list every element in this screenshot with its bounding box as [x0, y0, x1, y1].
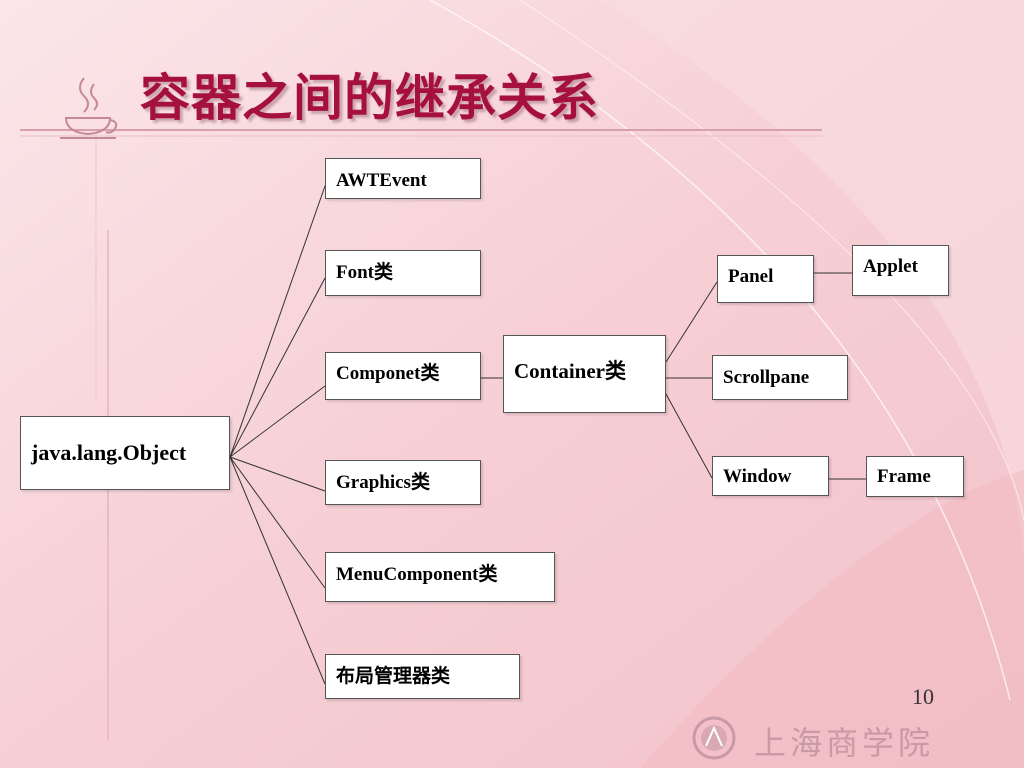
node-java-lang-object: java.lang.Object [20, 416, 230, 490]
node-label: Scrollpane [723, 367, 810, 388]
node-label: Panel [728, 266, 774, 287]
node-label: java.lang.Object [31, 440, 187, 465]
node-label: Window [723, 466, 792, 487]
java-cup-icon [60, 77, 118, 139]
node-container: Container类 [503, 335, 666, 413]
node-applet: Applet [852, 245, 949, 296]
node-label: Container类 [514, 359, 626, 383]
connector-lines [229, 185, 866, 685]
node-scrollpane: Scrollpane [712, 355, 848, 400]
node-window: Window [712, 456, 829, 496]
node-menucomponent: MenuComponent类 [325, 552, 555, 602]
node-font: Font类 [325, 250, 481, 296]
node-label: MenuComponent类 [336, 564, 498, 585]
school-name: 上海商学院 [754, 724, 935, 762]
node-label: 布局管理器类 [336, 666, 451, 687]
node-panel: Panel [717, 255, 814, 303]
page-number: 10 [912, 684, 934, 709]
node-componet: Componet类 [325, 352, 481, 400]
node-label: Graphics类 [336, 472, 430, 493]
node-label: Font类 [336, 262, 394, 283]
node-awtevent: AWTEvent [325, 158, 481, 199]
slide-title: 容器之间的继承关系 [140, 69, 599, 127]
node-label: AWTEvent [336, 170, 427, 191]
node-frame: Frame [866, 456, 964, 497]
node-label: Componet类 [336, 363, 440, 384]
node-graphics: Graphics类 [325, 460, 481, 505]
node-label: Frame [877, 466, 931, 487]
node-layout-manager: 布局管理器类 [325, 654, 520, 699]
school-emblem-icon [692, 716, 736, 760]
node-label: Applet [863, 256, 918, 277]
